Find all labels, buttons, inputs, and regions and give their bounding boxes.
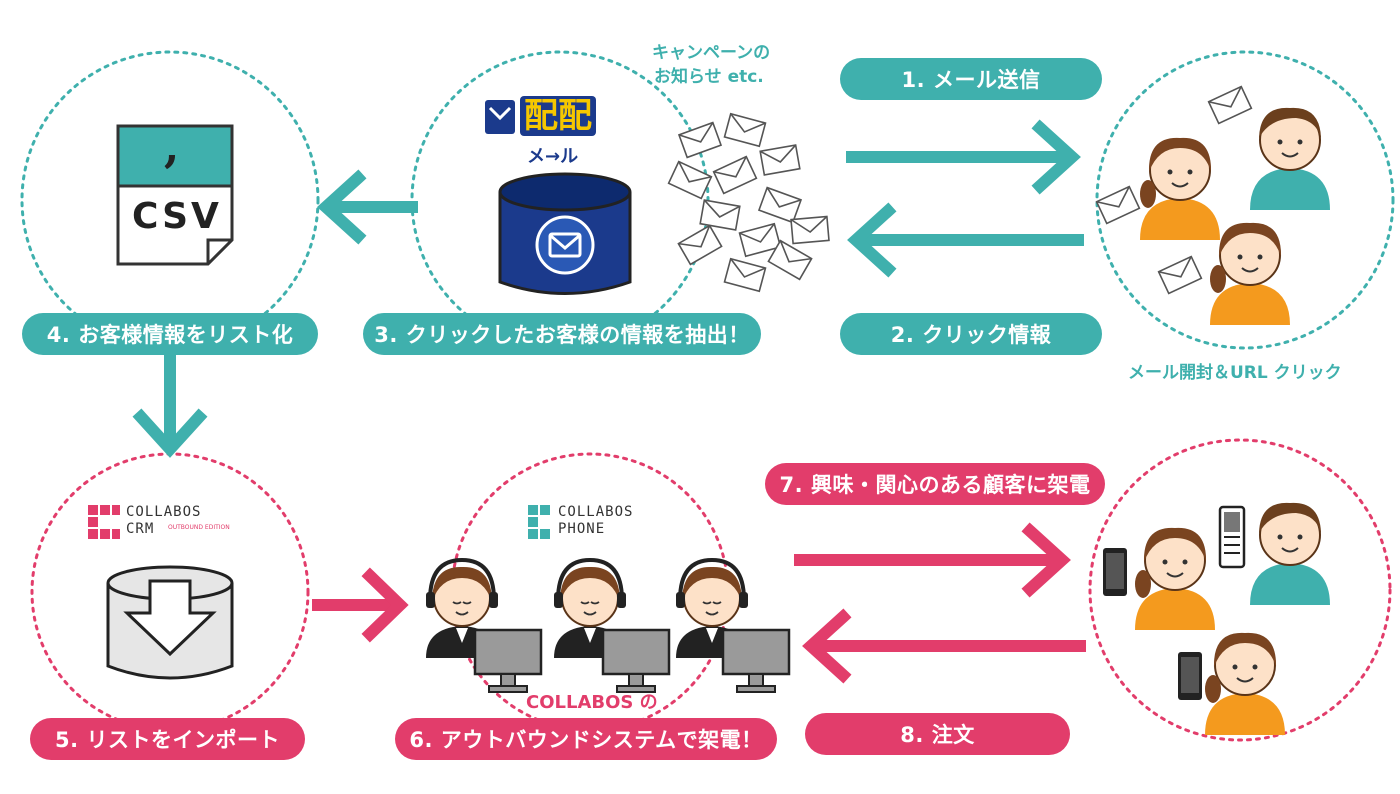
step-2-label: 2. クリック情報 [840,313,1102,355]
crm-logo-subtext: OUTBOUND EDITION [168,524,230,531]
step-7-label: 7. 興味・関心のある顧客に架電 [765,463,1105,505]
import-database-icon [106,565,234,680]
collabos-note: COLLABOS の [526,692,658,713]
arrow-to-csv [317,169,418,245]
phone-logo-text-1: COLLABOS [558,504,634,520]
arrow-orders [802,608,1086,684]
step-6-label: 6. アウトバウンドシステムで架電！ [395,718,777,760]
haihai-logo: 配配 [520,96,596,136]
arrow-to-customers [846,119,1081,195]
arrow-to-operators [312,567,409,643]
csv-label: CSV [132,196,222,237]
csv-file-icon [116,124,234,266]
step-3-label: 3. クリックしたお客様の情報を抽出！ [363,313,761,355]
haihai-database-icon [485,100,632,295]
campaign-note-line1: キャンペーンの [652,43,771,63]
collabos-crm-logo-icon [88,505,120,539]
crm-logo-text-2: CRM [126,521,155,537]
step-5-label: 5. リストをインポート [30,718,305,760]
phone-logo-text-2: PHONE [558,521,606,537]
step-8-label: 8. 注文 [805,713,1070,755]
csv-comma: , [164,122,180,173]
step-1-label: 1. メール送信 [840,58,1102,100]
crm-logo-text-1: COLLABOS [126,504,202,520]
arrow-call-customers [794,522,1071,598]
collabos-phone-logo-icon [528,505,550,539]
campaign-note-line2: お知らせ etc. [654,67,764,87]
open-click-note: メール開封＆URL クリック [1128,363,1342,383]
arrow-to-haihai [847,202,1084,278]
arrow-down [132,354,208,458]
step-4-label: 4. お客様情報をリスト化 [22,313,318,355]
haihai-logo-sub: メ→ル [527,146,579,167]
